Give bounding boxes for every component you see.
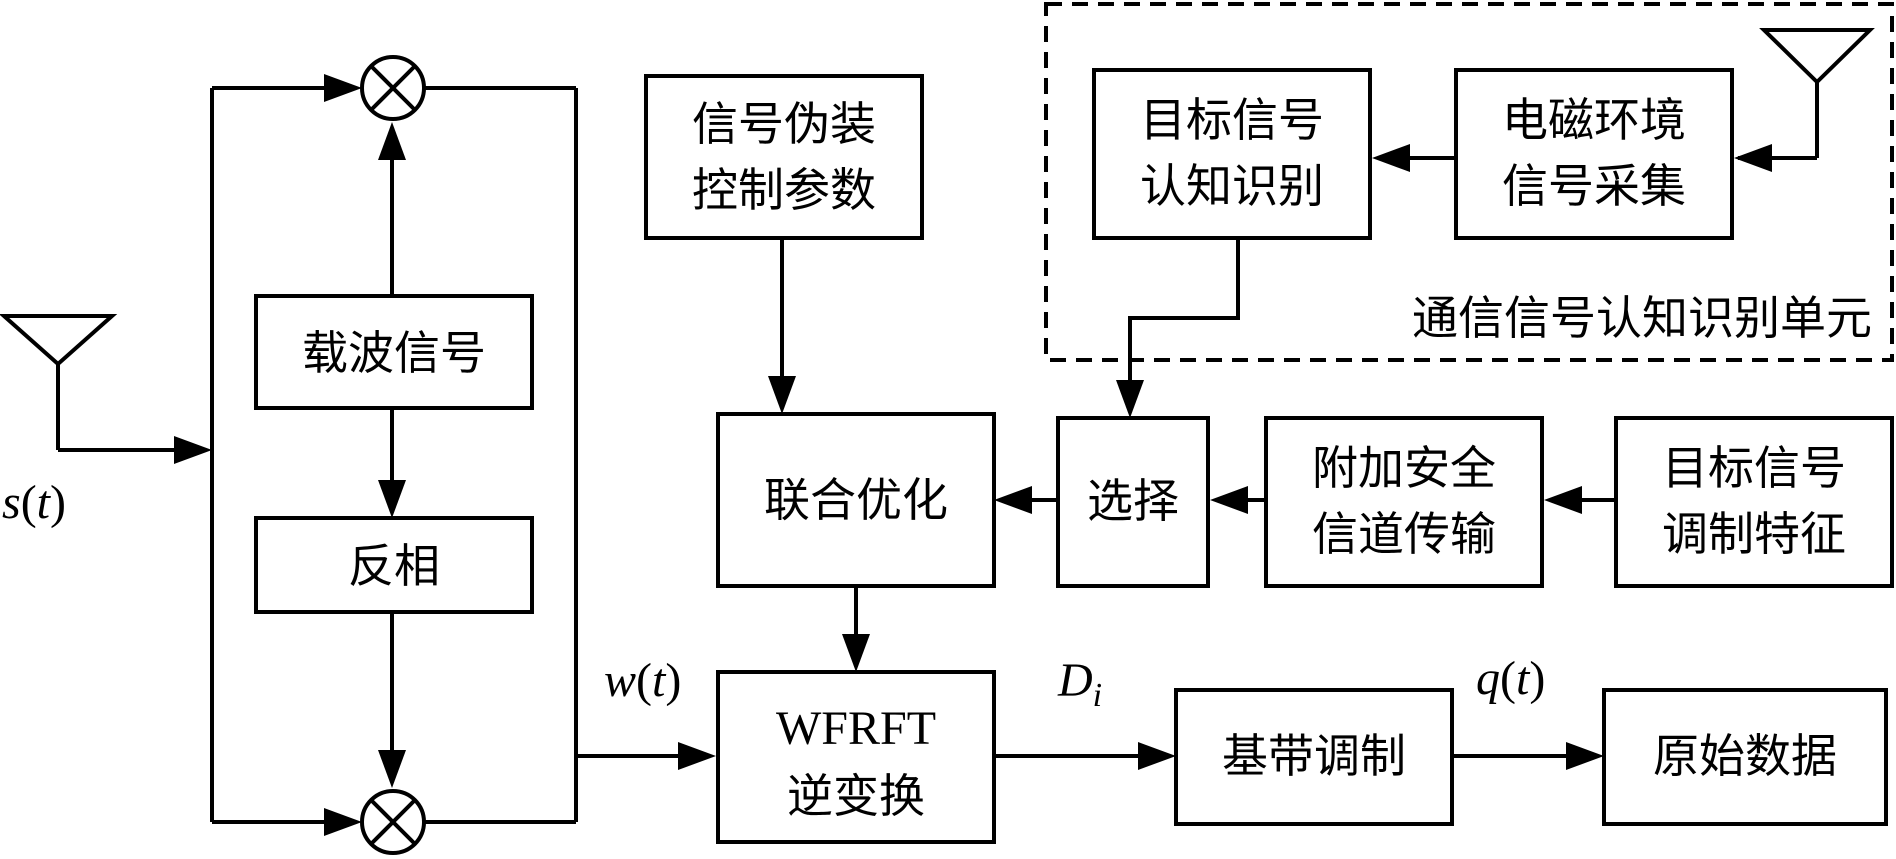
signal-w-label: w(t): [604, 654, 681, 707]
target-mod-feature-block: 目标信号 调制特征: [1614, 416, 1894, 588]
secure-channel-line2: 信道传输: [1312, 507, 1496, 561]
target-mod-feature-line1: 目标信号: [1662, 441, 1846, 495]
target-recognition-block: 目标信号 认知识别: [1092, 68, 1372, 240]
phase-invert-label: 反相: [348, 539, 440, 593]
target-mod-feature-line2: 调制特征: [1662, 507, 1846, 561]
disguise-params-line1: 信号伪装: [692, 97, 876, 151]
signal-d-label: Di: [1057, 654, 1102, 714]
baseband-modulation-label: 基带调制: [1222, 729, 1406, 783]
select-block: 选择: [1056, 416, 1210, 588]
secure-channel-block: 附加安全 信道传输: [1264, 416, 1544, 588]
select-label: 选择: [1087, 474, 1179, 528]
signal-q-label: q(t): [1476, 652, 1545, 705]
input-antenna-icon: [0, 314, 118, 450]
target-recognition-line1: 目标信号: [1140, 93, 1324, 147]
disguise-params-block: 信号伪装 控制参数: [644, 74, 924, 240]
arrowheads: [174, 74, 1772, 836]
target-recognition-line2: 认知识别: [1140, 159, 1324, 213]
disguise-params-line2: 控制参数: [692, 163, 876, 217]
raw-data-label: 原始数据: [1653, 729, 1837, 783]
top-multiplier-icon: [360, 55, 426, 121]
joint-optimization-label: 联合优化: [764, 473, 948, 527]
joint-optimization-block: 联合优化: [716, 412, 996, 588]
inverse-transform-label: 逆变换: [787, 769, 925, 823]
em-collection-block: 电磁环境 信号采集: [1454, 68, 1734, 240]
secure-channel-line1: 附加安全: [1312, 441, 1496, 495]
signal-s-label: s(t): [2, 476, 66, 529]
receive-antenna-icon: [1759, 28, 1875, 158]
raw-data-block: 原始数据: [1602, 688, 1888, 826]
wfrft-label: WFRFT: [776, 702, 936, 755]
wfrft-inverse-block: WFRFT 逆变换: [716, 670, 996, 844]
em-collection-line1: 电磁环境: [1502, 93, 1686, 147]
phase-invert-block: 反相: [254, 516, 534, 614]
recognition-unit-label: 通信信号认知识别单元: [1412, 291, 1872, 345]
carrier-signal-block: 载波信号: [254, 294, 534, 410]
carrier-signal-label: 载波信号: [302, 326, 486, 380]
bottom-multiplier-icon: [360, 789, 426, 855]
em-collection-line2: 信号采集: [1502, 159, 1686, 213]
recognition-unit-boundary: [1044, 2, 1894, 362]
baseband-modulation-block: 基带调制: [1174, 688, 1454, 826]
